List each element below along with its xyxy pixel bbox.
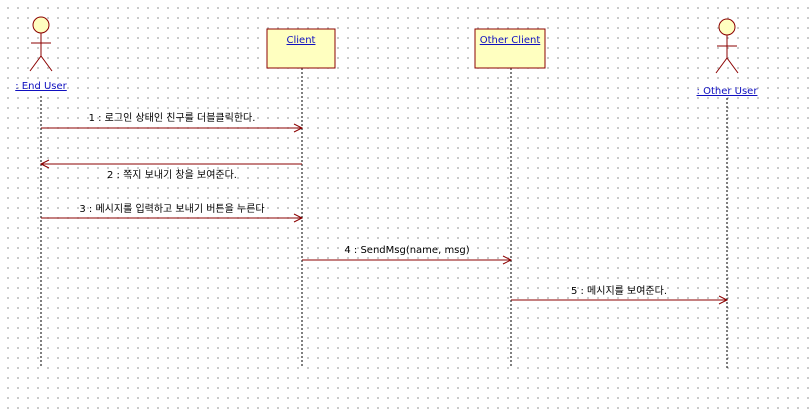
message-4[interactable]: 4 : SendMsg(name, msg) xyxy=(302,245,513,265)
arrowhead-right-icon xyxy=(293,123,304,133)
message-1[interactable]: 1 : 로그인 상태인 친구를 더블클릭한다. xyxy=(41,112,304,133)
message-label-5: 5 : 메시지를 보여준다. xyxy=(571,285,667,297)
actor-end-user[interactable]: : End User xyxy=(15,16,68,92)
message-2[interactable]: 2 : 쪽지 보내기 창을 보여준다. xyxy=(39,159,302,181)
message-5[interactable]: 5 : 메시지를 보여준다. xyxy=(511,285,729,305)
object-label-other-client: Other Client xyxy=(480,35,541,46)
object-other-client[interactable]: Other Client xyxy=(474,28,546,69)
message-label-2: 2 : 쪽지 보내기 창을 보여준다. xyxy=(107,169,237,181)
actor-other-user[interactable]: : Other User xyxy=(697,18,759,97)
message-label-3: 3 : 메시지를 입력하고 보내기 버튼을 누른다 xyxy=(79,202,264,215)
object-client[interactable]: Client xyxy=(266,28,336,69)
arrowhead-right-icon xyxy=(718,295,729,305)
stick-figure-icon xyxy=(29,16,53,72)
object-box-other-client xyxy=(474,28,546,69)
arrowhead-right-icon xyxy=(502,255,513,265)
object-box-client xyxy=(266,28,336,69)
arrowhead-right-icon xyxy=(293,213,304,223)
stick-figure-icon xyxy=(715,18,739,74)
actor-label-end-user: : End User xyxy=(15,81,67,92)
message-label-1: 1 : 로그인 상태인 친구를 더블클릭한다. xyxy=(89,112,256,124)
arrowhead-left-icon xyxy=(39,159,50,169)
object-label-client: Client xyxy=(287,35,316,46)
message-3[interactable]: 3 : 메시지를 입력하고 보내기 버튼을 누른다 xyxy=(41,202,304,223)
actor-label-other-user: : Other User xyxy=(697,86,759,97)
message-label-4: 4 : SendMsg(name, msg) xyxy=(344,245,469,256)
